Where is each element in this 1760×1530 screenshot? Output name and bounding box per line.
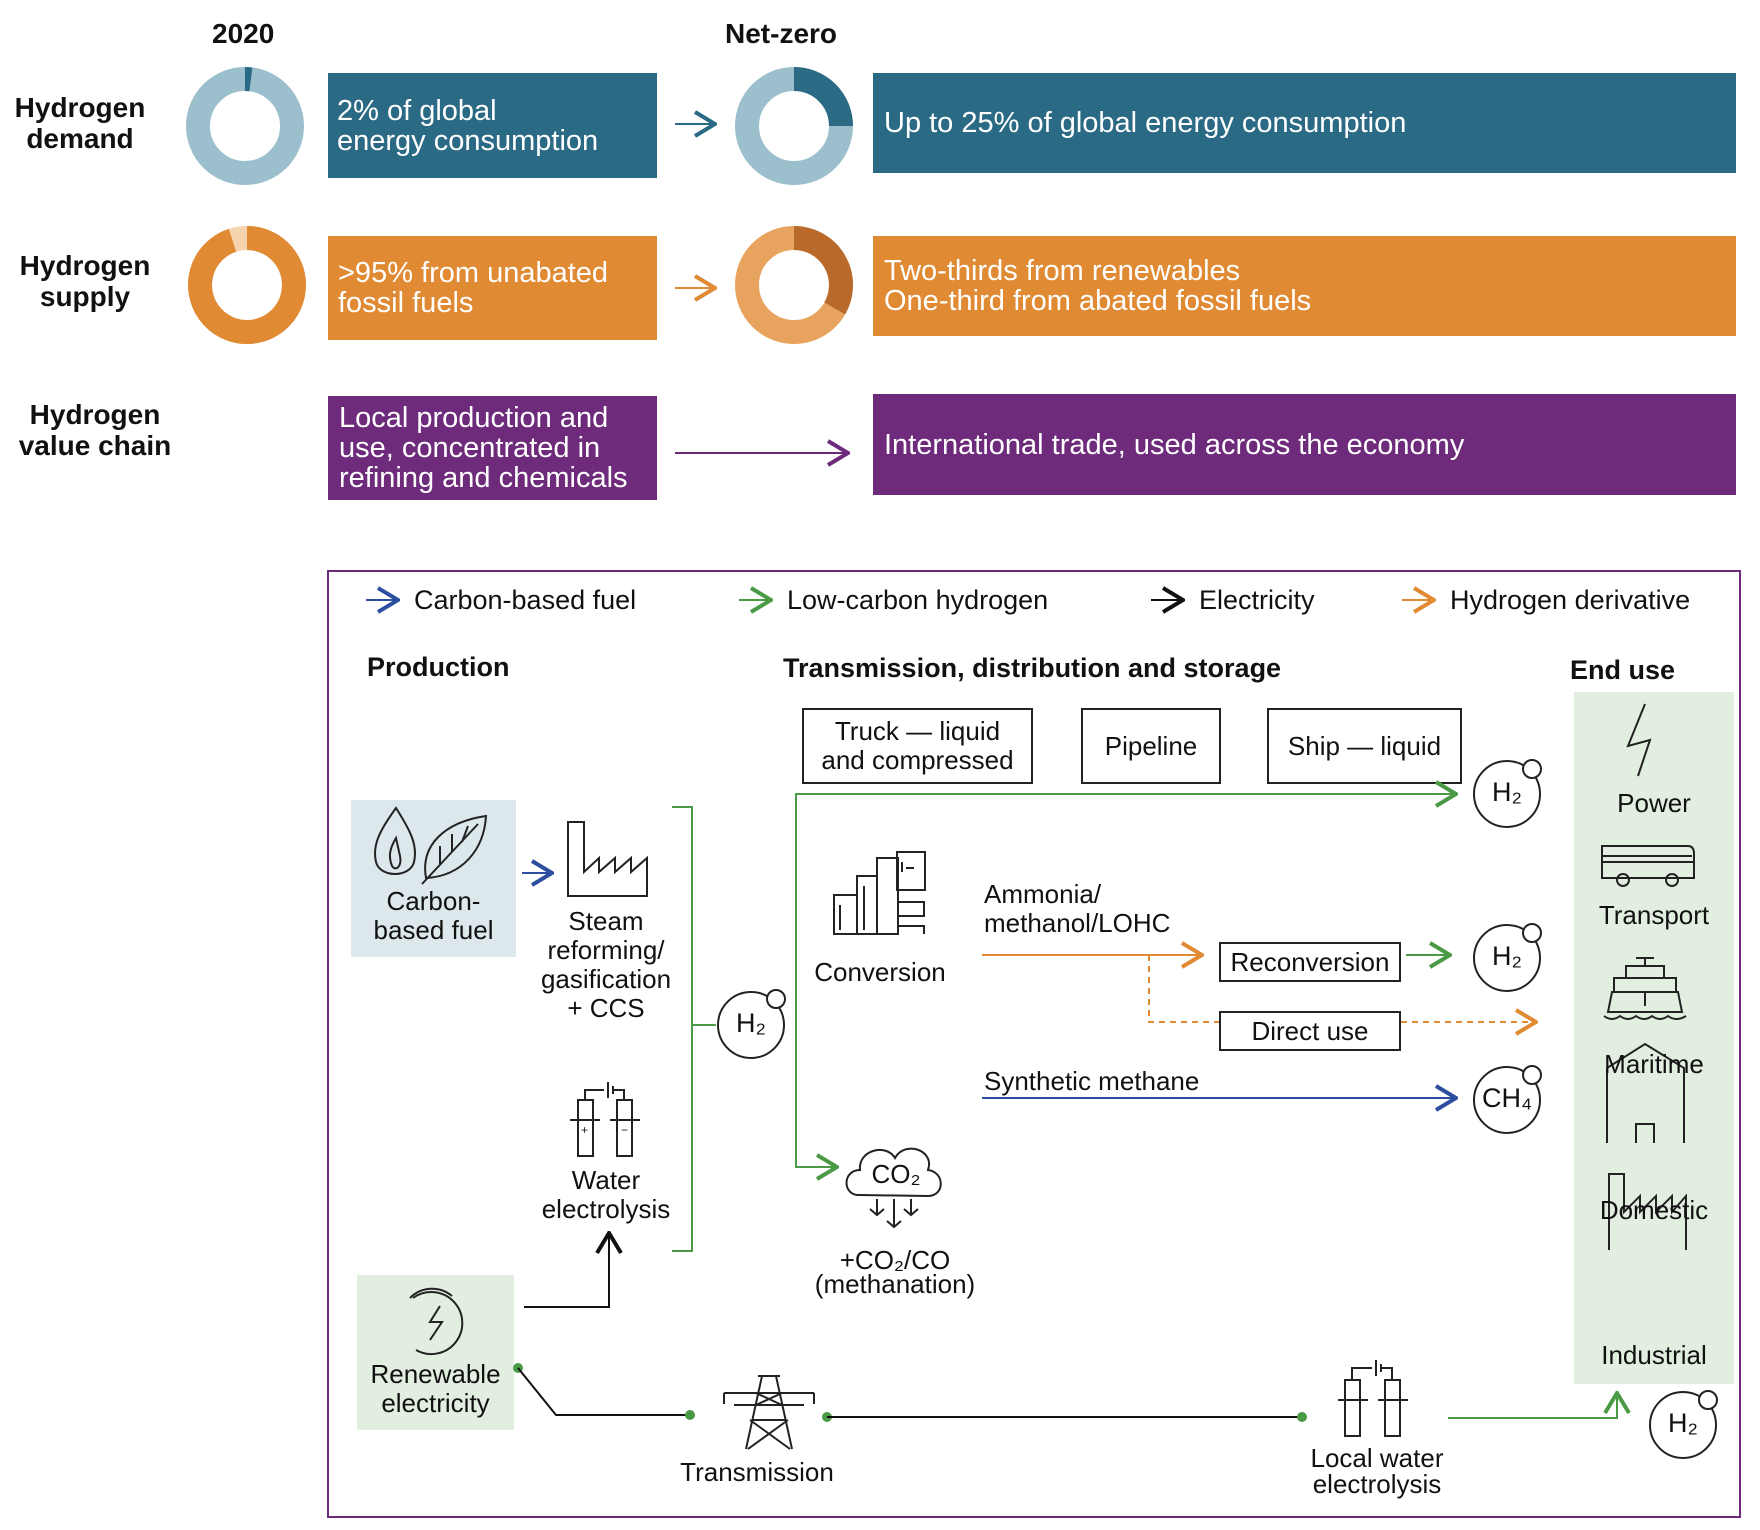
synthetic-methane-label: Synthetic methane [984, 1066, 1200, 1096]
h2-circle-local [1649, 1390, 1718, 1459]
value-chain-netzero-box: International trade, used across the eco… [873, 394, 1736, 495]
value-chain-diagram-frame [327, 570, 1741, 1518]
h2-to-methanation-line [795, 1025, 837, 1167]
end-use-heading: End use [1570, 655, 1676, 685]
demand-netzero-box: Up to 25% of global energy consumption [873, 73, 1736, 173]
end-use-maritime: Maritime [1604, 1049, 1704, 1079]
conversion-label: Conversion [814, 957, 946, 987]
lightning-icon [1626, 703, 1652, 777]
h2-symbol-local: H₂ [1668, 1408, 1698, 1438]
supply-2020-donut [188, 226, 306, 344]
pylon-icon [723, 1375, 815, 1450]
end-use-transport: Transport [1598, 900, 1710, 930]
local-electrolyzer-icon [1338, 1360, 1408, 1437]
conversion-icon [833, 851, 926, 935]
renewable-panel [357, 1275, 514, 1430]
top-arrows [675, 0, 1760, 520]
svg-text:−: − [621, 1123, 628, 1137]
legend-carbon-fuel: Carbon-based fuel [414, 585, 637, 615]
flame-leaf-icon [374, 806, 488, 885]
demand-netzero-donut [735, 67, 853, 185]
co2-cloud-icon [845, 1147, 942, 1229]
end-use-industrial: Industrial [1601, 1340, 1707, 1370]
electrolyzer-icon: + − [570, 1082, 640, 1157]
legend-low-carbon-hydrogen: Low-carbon hydrogen [787, 585, 1049, 615]
h2-circle-top [1473, 759, 1542, 828]
renewable-to-electrolysis-line [524, 1233, 609, 1308]
ship-box: Ship — liquid [1267, 708, 1462, 784]
production-heading: Production [367, 652, 510, 682]
svg-text:+: + [581, 1123, 588, 1137]
co2-symbol: CO₂ [871, 1159, 921, 1189]
legend-electricity: Electricity [1199, 585, 1315, 615]
legend-hydrogen-derivative: Hydrogen derivative [1450, 585, 1691, 615]
transmission-label: Transmission [680, 1457, 834, 1487]
h2-symbol-top: H₂ [1492, 777, 1522, 807]
ch4-circle [1473, 1065, 1542, 1134]
house-icon [1606, 1042, 1685, 1143]
reconversion-box: Reconversion [1219, 942, 1401, 982]
direct-use-branch [1148, 955, 1219, 1023]
industrial-icon [1608, 1173, 1687, 1250]
transmission-heading: Transmission, distribution and storage [783, 653, 1282, 683]
h2-symbol-production: H₂ [736, 1008, 766, 1038]
bus-icon [1601, 845, 1695, 887]
ch4-symbol: CH₄ [1481, 1083, 1533, 1113]
demand-2020-donut [186, 67, 304, 185]
ship-icon [1603, 957, 1687, 1020]
col-netzero-header: Net-zero [725, 18, 838, 49]
h2-to-end-use-line [795, 794, 1456, 1025]
supply-netzero-donut [735, 226, 853, 344]
ammonia-label: Ammonia/methanol/LOHC [984, 879, 1171, 938]
end-use-power: Power [1617, 788, 1691, 818]
end-use-panel [1574, 692, 1734, 1384]
local-to-end-use-arrow [1448, 1393, 1617, 1419]
h2-symbol-reconversion: H₂ [1492, 941, 1522, 971]
direct-use-box: Direct use [1219, 1011, 1401, 1051]
methanation-label: +CO₂/CO(methanation) [814, 1245, 976, 1299]
production-bracket [672, 806, 716, 1252]
h2-circle-production [717, 989, 786, 1059]
carbon-fuel-panel [351, 800, 516, 957]
h2-circle-reconversion [1473, 923, 1542, 992]
end-use-domestic: Domestic [1599, 1195, 1709, 1225]
carbon-fuel-label: Carbon-based fuel [373, 886, 494, 945]
renewable-icon [409, 1287, 464, 1355]
legend-arrows [366, 580, 1760, 620]
pipeline-box: Pipeline [1081, 708, 1221, 784]
col-2020-header: 2020 [212, 18, 275, 49]
factory-icon [567, 821, 648, 897]
